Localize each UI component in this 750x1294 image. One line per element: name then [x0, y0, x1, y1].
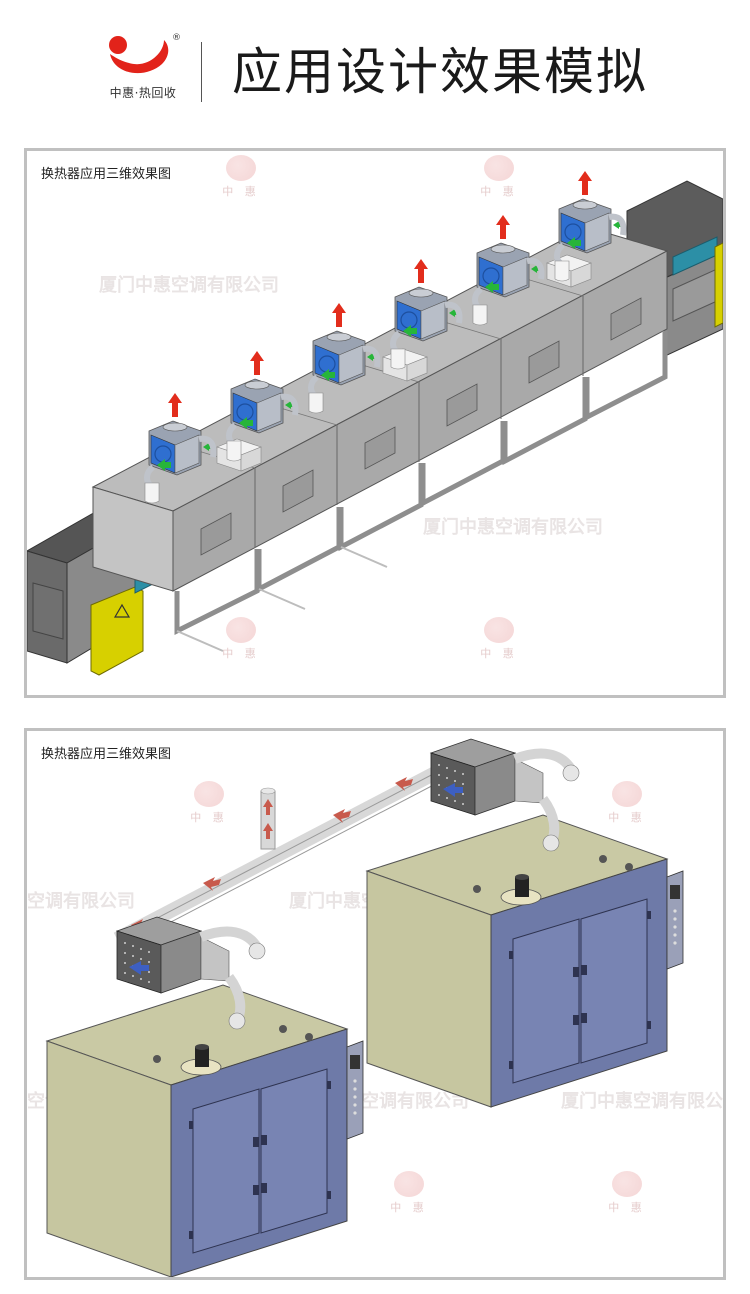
- watermark-logo: 中 惠: [219, 617, 263, 661]
- logo-text: 中惠·热回收: [109, 86, 177, 100]
- watermark-text: 空调有限公司: [27, 891, 135, 912]
- watermark-logo: 中 惠: [219, 155, 263, 199]
- watermark-logo: 中 惠: [187, 781, 231, 825]
- panel-tunnel-oven: 换热器应用三维效果图 厦门中惠空调有限公司 厦门中惠空调有限公司 空调有限公司 …: [24, 148, 726, 698]
- watermark-text: 厦门中惠空调有限公司: [99, 275, 279, 296]
- watermark-text: 厦门中惠空调有限公司: [561, 1091, 726, 1112]
- watermark-logo: 中 惠: [477, 155, 521, 199]
- tunnel-oven-illustration: [27, 151, 723, 676]
- watermark-logo: 中 惠: [477, 617, 521, 661]
- panel-caption: 换热器应用三维效果图: [41, 747, 172, 762]
- header-divider: [201, 42, 202, 102]
- panel-caption: 换热器应用三维效果图: [41, 167, 172, 182]
- svg-text:®: ®: [172, 33, 181, 43]
- watermark-logo: 中 惠: [605, 1171, 649, 1215]
- watermark-logo: 中 惠: [387, 1171, 431, 1215]
- chamber-oven-illustration: [46, 731, 684, 1277]
- page-header: ® 中惠·热回收 应用设计效果模拟: [0, 0, 750, 120]
- page-title: 应用设计效果模拟: [232, 43, 648, 101]
- company-logo: ® 中惠·热回收: [100, 28, 186, 104]
- panel-chamber-ovens: 换热器应用三维效果图 厦门中惠空调有限公司 空调有限公司 厦门中惠空调有限公司 …: [24, 728, 726, 1280]
- watermark-logo: 中 惠: [605, 781, 649, 825]
- watermark-text: 厦门中惠空调有限公司: [423, 517, 603, 538]
- logo-mark-icon: ®: [109, 33, 181, 74]
